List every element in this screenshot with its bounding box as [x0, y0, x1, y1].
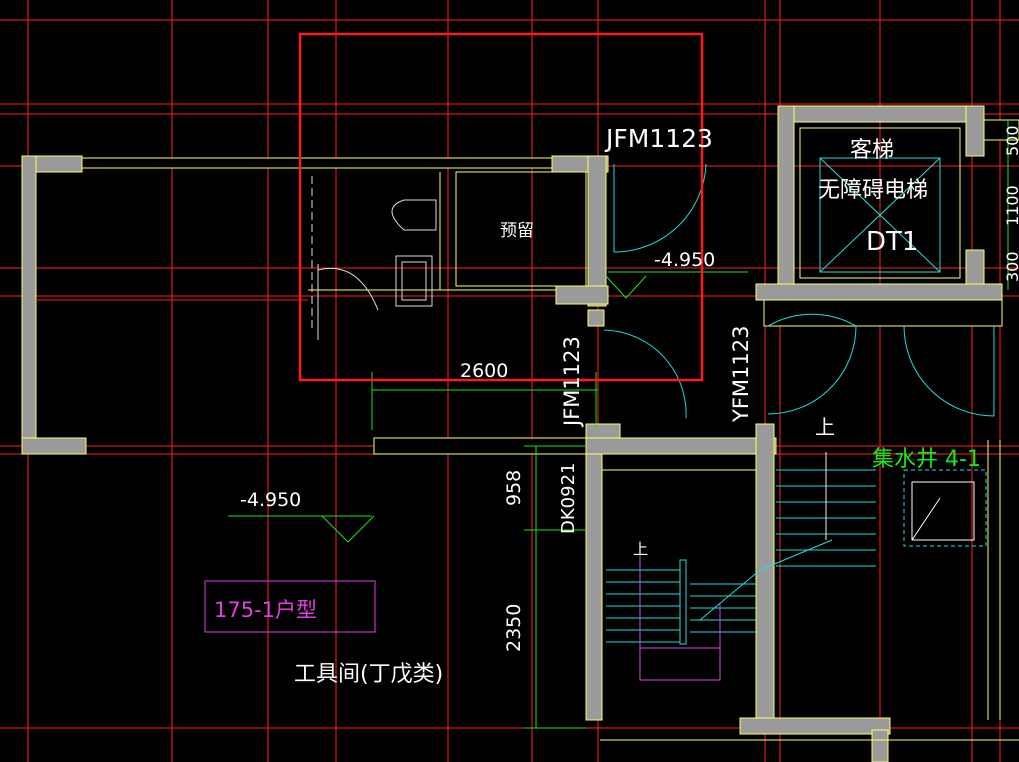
dimension-2350: 2350 [503, 604, 525, 652]
wall-segment [21, 155, 37, 455]
tool-room-label: 工具间(丁戊类) [294, 662, 443, 687]
wall-segment [587, 155, 607, 307]
wall-segment [587, 309, 605, 327]
door-arc-jfm-top [613, 163, 707, 253]
wall-segment [777, 105, 985, 123]
stair-landing [639, 647, 721, 681]
elevator-shaft-outline [799, 127, 961, 279]
dimension-lines [228, 120, 1009, 729]
dimension-300: 300 [1003, 251, 1019, 282]
dimension-958: 958 [503, 470, 525, 506]
dimension-2600: 2600 [460, 360, 508, 382]
door-label-jfm-top: JFM1123 [604, 124, 713, 153]
washroom-fixtures [311, 176, 437, 340]
sink-symbol [395, 255, 433, 307]
wall-segment [739, 717, 891, 735]
wall-segment [555, 285, 609, 305]
elevator-cross [819, 157, 941, 273]
wall-segment [871, 729, 889, 762]
level-label-upper: -4.950 [654, 249, 715, 271]
door-arc-right [903, 325, 995, 417]
elevator-passenger-label: 客梯 [850, 138, 894, 163]
walls [21, 105, 1019, 762]
sump-label: 集水井 4-1 [872, 447, 981, 472]
doors [603, 163, 995, 419]
wall-segment [21, 437, 87, 455]
elevator-code-label: DT1 [866, 227, 918, 257]
sump-pit [903, 469, 987, 547]
reserved-room-outline [455, 171, 587, 287]
sump-inner [911, 481, 975, 541]
sink-basin [401, 261, 427, 301]
wall-segment [777, 105, 795, 297]
toilet-symbol [391, 199, 437, 231]
door-arc-yfm [767, 313, 857, 415]
wall-segment [965, 105, 985, 157]
sump-mark [911, 497, 941, 541]
level-marker [605, 275, 647, 299]
washroom-door-arc [317, 267, 379, 311]
door-label-dk: DK0921 [558, 463, 579, 534]
wall-segment [585, 453, 603, 721]
door-label-yfm: YFM1123 [729, 326, 753, 423]
wall-segment [585, 437, 777, 455]
stairs [606, 452, 876, 681]
dimension-1100: 1100 [1003, 185, 1019, 226]
stair-up-label-right: 上 [815, 415, 835, 439]
reserved-label: 预留 [500, 221, 534, 241]
wall-segment [763, 299, 1003, 327]
wall-segment [755, 283, 1003, 301]
level-marker [321, 515, 375, 543]
unit-type-box [204, 580, 376, 633]
sump-outline [903, 469, 987, 547]
door-label-jfm-vertical: JFM1123 [560, 336, 584, 428]
wall-segment [81, 157, 553, 169]
stair-up-label-left: 上 [633, 540, 648, 558]
stair-break-line [699, 539, 833, 621]
partitions [36, 171, 1019, 741]
wall-segment [983, 119, 1019, 141]
elevator-car [819, 157, 941, 273]
text-labels: JFM1123 客梯 无障碍电梯 DT1 预留 -4.950 2600 JFM1… [214, 124, 1019, 687]
unit-type-label: 175-1户型 [214, 598, 317, 622]
highlight-selection-box[interactable] [298, 32, 704, 382]
level-label-lower: -4.950 [240, 489, 301, 511]
stair-handrail [679, 559, 687, 645]
elevator-accessible-label: 无障碍电梯 [818, 178, 928, 203]
elevator-shaft [799, 127, 961, 279]
wall-segment [755, 423, 775, 725]
dimension-500: 500 [1003, 125, 1019, 156]
door-arc-jfm-vertical [603, 329, 687, 419]
